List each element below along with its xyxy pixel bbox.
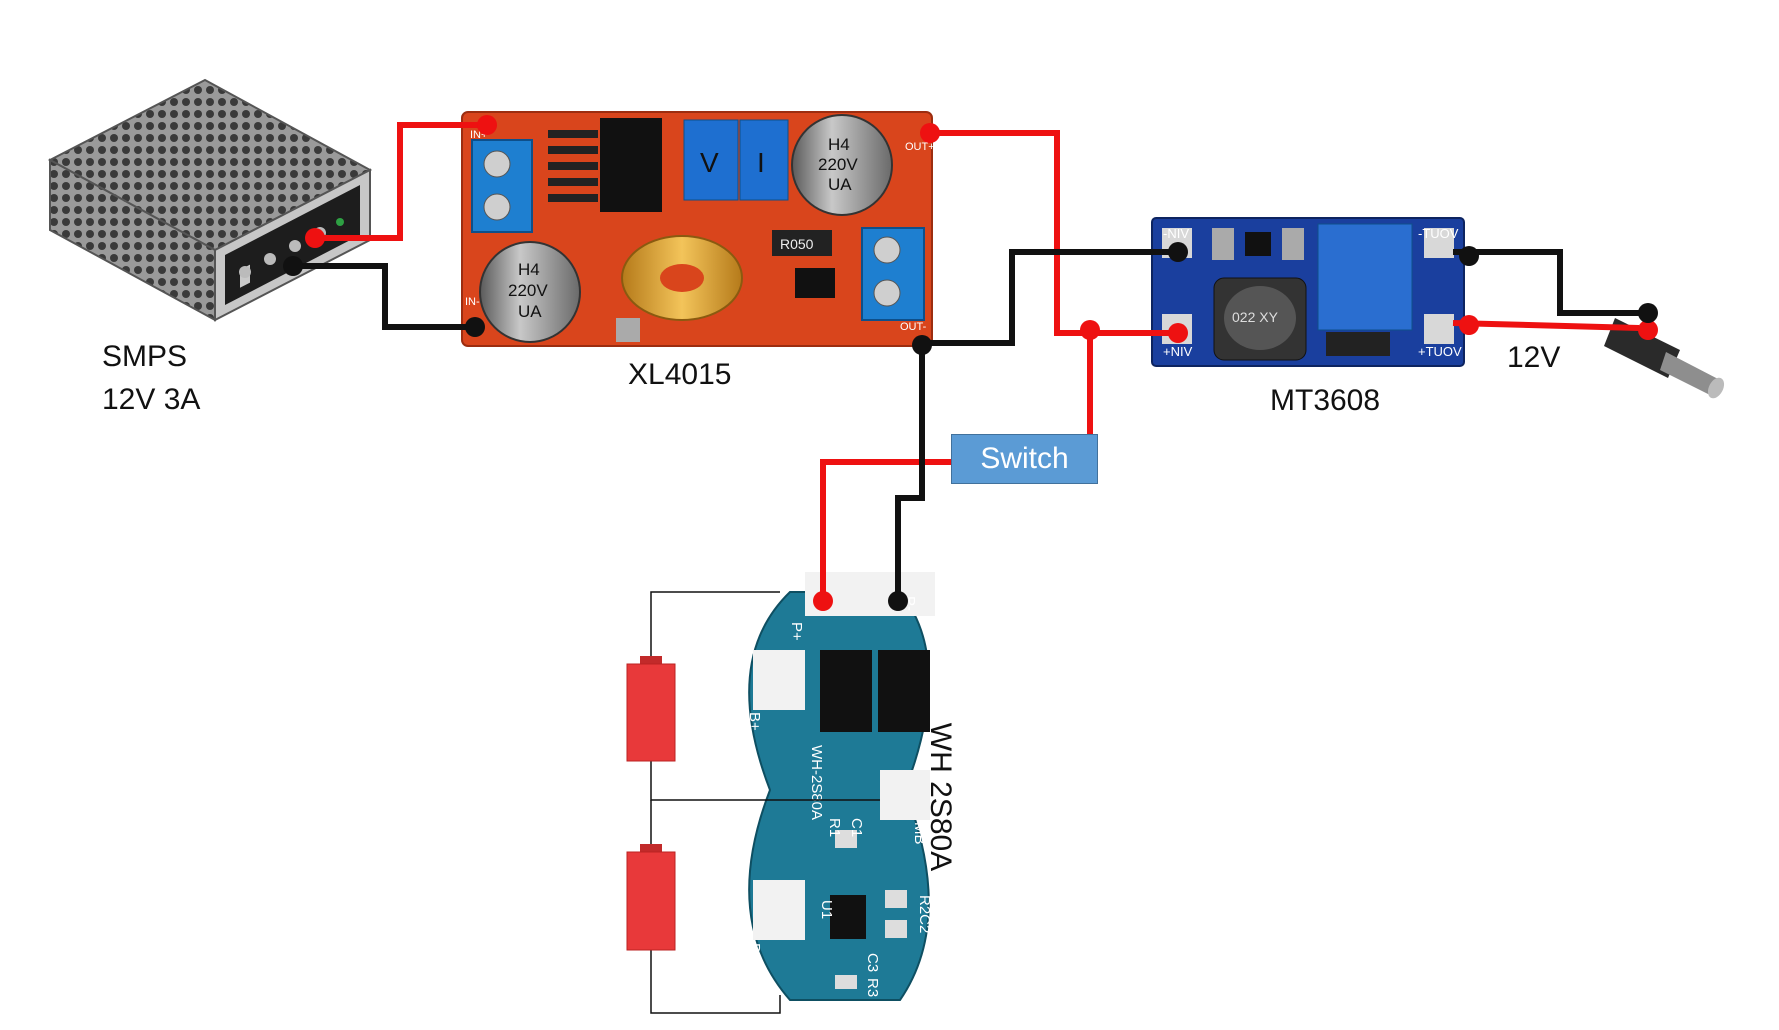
svg-text:-NIV: -NIV — [1163, 226, 1189, 241]
svg-text:IN-: IN- — [465, 296, 480, 308]
svg-text:OUT-: OUT- — [900, 321, 927, 333]
svg-text:MB: MB — [911, 822, 928, 845]
svg-text:B+: B+ — [746, 712, 763, 731]
smps-name-label: SMPS — [102, 340, 188, 373]
negative-connection-dots — [283, 242, 1658, 611]
svg-text:UA: UA — [828, 175, 852, 194]
positive-connection-dots — [305, 115, 1658, 611]
switch-box: Switch — [951, 434, 1098, 484]
svg-text:220V: 220V — [818, 155, 858, 174]
dc-barrel-plug — [1604, 318, 1725, 399]
electrolytic-capacitor — [791, 114, 893, 216]
svg-text:+NIV: +NIV — [1163, 344, 1193, 359]
svg-text:UA: UA — [518, 302, 542, 321]
svg-text:H4: H4 — [828, 135, 850, 154]
xl4015-buck-module: IN+ IN- V I H4 220V UA OUT+ H4 220V UA R… — [461, 111, 935, 347]
battery-cell-1 — [626, 656, 676, 762]
svg-text:R1: R1 — [826, 818, 843, 837]
trim-potentiometer — [1317, 223, 1413, 331]
buck-module-label: XL4015 — [628, 358, 732, 391]
mosfet-chip — [820, 650, 872, 732]
smps-power-supply — [47, 78, 373, 322]
svg-text:R050: R050 — [780, 236, 814, 252]
svg-text:U1: U1 — [818, 900, 835, 919]
svg-text:H4: H4 — [518, 260, 540, 279]
smps-rating-label: 12V 3A — [102, 383, 201, 416]
svg-text:P+: P+ — [788, 622, 805, 641]
svg-text:B-: B- — [746, 943, 763, 958]
mt3608-boost-module: -NIV +NIV -TUOV +TUOV 022 XY — [1151, 217, 1465, 367]
svg-text:OUT+: OUT+ — [905, 141, 935, 153]
svg-text:WH-2S80A: WH-2S80A — [808, 745, 825, 820]
bms-2s-board: P+ P- B+ B- MB WH-2S80A R1 C1 U1 R2C2 C3… — [746, 572, 935, 1001]
svg-text:+TUOV: +TUOV — [1418, 344, 1462, 359]
svg-text:C1: C1 — [848, 818, 865, 837]
svg-text:R2C2: R2C2 — [916, 895, 933, 933]
boost-module-label: MT3608 — [1270, 384, 1381, 417]
svg-text:022 XY: 022 XY — [1232, 309, 1279, 325]
svg-text:V: V — [700, 147, 719, 178]
output-voltage-label: 12V — [1507, 341, 1561, 374]
svg-text:-TUOV: -TUOV — [1418, 226, 1459, 241]
negative-wires — [293, 249, 1639, 598]
battery-pack-wiring — [650, 591, 880, 1014]
bms-module-label: WH 2S80A — [924, 722, 958, 872]
mosfet-chip — [878, 650, 930, 732]
svg-text:C3: C3 — [864, 953, 881, 972]
svg-text:R3: R3 — [864, 978, 881, 997]
electrolytic-capacitor — [479, 241, 581, 343]
svg-text:I: I — [757, 147, 765, 178]
battery-cell-2 — [626, 844, 676, 951]
svg-text:220V: 220V — [508, 281, 548, 300]
